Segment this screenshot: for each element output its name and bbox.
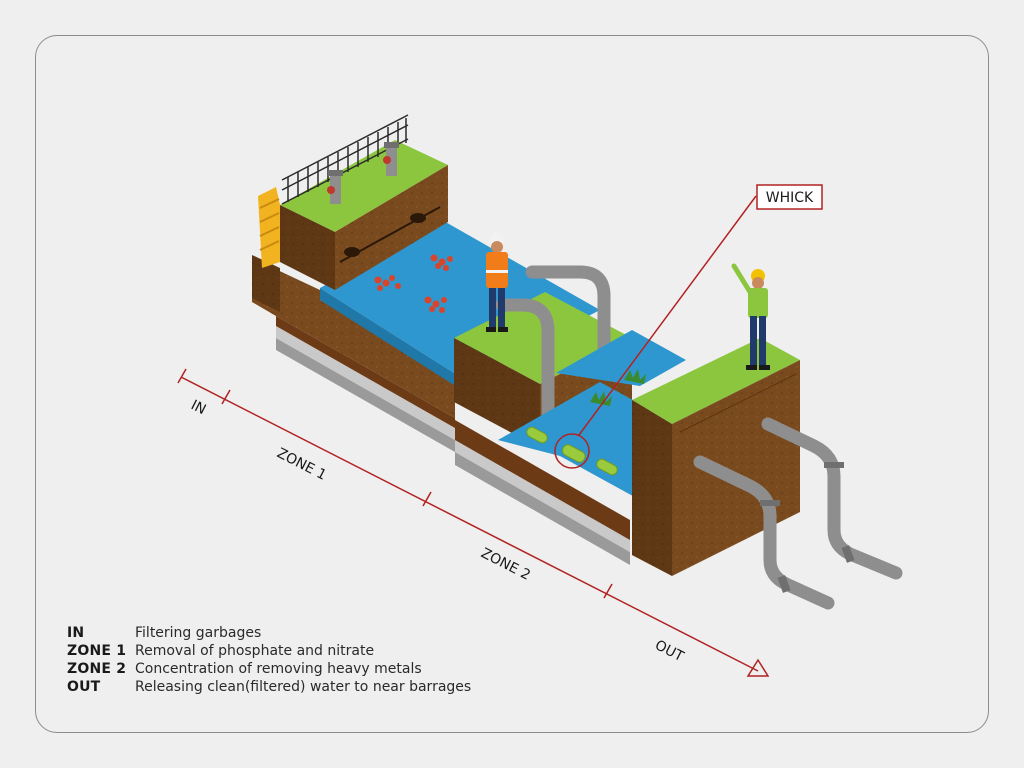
whick-leader-line [578,195,757,436]
connector-pipes [495,265,611,427]
flow-label-out: OUT [652,637,686,665]
valve-pipes [327,142,399,204]
whick-highlight-circle [554,433,590,469]
flow-tick-zone2-end [603,583,613,599]
legend-desc: Concentration of removing heavy metals [135,661,422,677]
yellow-barrier [258,187,280,268]
flow-tick-start [177,368,187,384]
flow-label-in: IN [188,397,208,418]
legend-key: OUT [67,679,101,695]
legend-row-zone2: ZONE 2 Concentration of removing heavy m… [67,660,471,678]
legend-desc: Releasing clean(filtered) water to near … [135,679,472,695]
flow-label-zone2: ZONE 2 [478,545,533,583]
legend-row-zone1: ZONE 1 Removal of phosphate and nitrate [67,642,471,660]
whick-label-box [756,184,823,210]
floating-garbage [374,254,453,313]
flow-arrow-head [746,658,770,677]
legend-key: ZONE 2 [67,661,127,677]
zone2-channel [455,330,686,565]
whick-label: WHICK [766,190,814,206]
pipe-flanges [760,462,855,593]
legend-row-out: OUT Releasing clean(filtered) water to n… [67,678,471,696]
wick-filters [526,426,618,476]
fence [281,114,409,205]
legend-key: ZONE 1 [67,643,127,659]
worker-zone1 [486,233,508,332]
flow-tick-in-end [221,389,231,405]
back-grass-top [280,140,448,232]
legend-desc: Filtering garbages [135,625,262,641]
legend-key: IN [67,625,85,641]
worker-out [731,263,770,370]
legend-desc: Removal of phosphate and nitrate [135,643,375,659]
zone1-block [252,114,600,452]
flow-label-zone1: ZONE 1 [274,445,329,483]
whick-callout: WHICK [554,184,823,469]
legend: IN Filtering garbages ZONE 1 Removal of … [67,624,471,696]
flow-tick-zone1-end [422,491,432,507]
flow-axis-line [180,376,759,672]
legend-row-in: IN Filtering garbages [67,624,471,642]
